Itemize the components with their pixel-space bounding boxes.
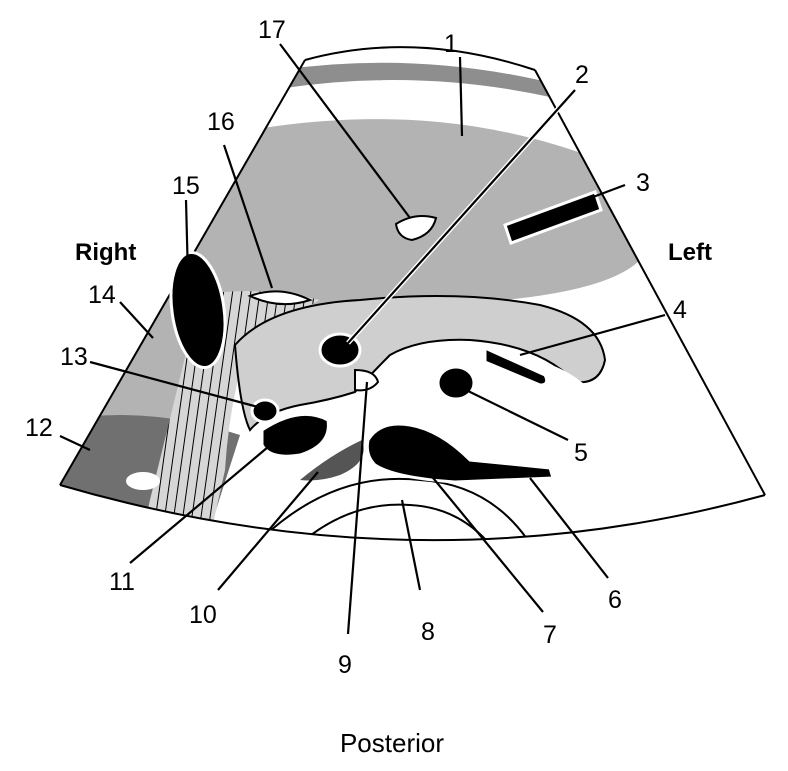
diaphragm-hatched-band <box>140 291 320 541</box>
label-4: 4 <box>673 296 687 324</box>
label-7: 7 <box>543 621 557 649</box>
number-labels: 1 2 3 4 5 6 7 8 9 10 11 12 13 14 15 16 1… <box>25 16 687 679</box>
left-renal-vein <box>365 422 555 484</box>
label-10: 10 <box>189 601 217 629</box>
abdominal-wall-band-2 <box>285 83 555 112</box>
label-5: 5 <box>574 439 588 467</box>
fan-bottom-edge <box>59 484 766 542</box>
splenic-vein <box>483 345 549 387</box>
right-label: Right <box>75 239 136 266</box>
label-3: 3 <box>636 169 650 197</box>
label-17: 17 <box>258 16 286 44</box>
left-hepatic-vein <box>503 190 603 245</box>
label-16: 16 <box>207 108 235 136</box>
label-9: 9 <box>338 651 352 679</box>
right-crus <box>300 440 364 481</box>
inferior-vena-cava <box>260 412 330 458</box>
label-1: 1 <box>444 30 458 58</box>
portal-vein-echo <box>247 290 313 306</box>
fan-top-edge <box>304 46 536 71</box>
uncinate-process <box>354 368 380 392</box>
common-bile-duct <box>250 398 280 424</box>
leader-lines <box>59 43 666 635</box>
label-14: 14 <box>88 281 116 309</box>
posterior-label: Posterior <box>340 728 444 758</box>
gallbladder <box>169 250 227 370</box>
pancreas <box>233 295 607 432</box>
label-11: 11 <box>109 568 135 596</box>
label-2: 2 <box>575 61 589 89</box>
label-13: 13 <box>60 343 88 371</box>
renal-cyst <box>126 472 160 490</box>
superior-mesenteric-artery <box>436 365 476 401</box>
left-label: Left <box>668 239 712 266</box>
vertebra-outer <box>254 477 541 541</box>
label-8: 8 <box>421 618 435 646</box>
label-15: 15 <box>172 172 200 200</box>
label-6: 6 <box>608 586 622 614</box>
ligament-echo <box>394 215 438 242</box>
fan-right-edge <box>534 69 766 496</box>
abdominal-wall-band-1 <box>280 62 560 98</box>
label-12: 12 <box>25 414 53 442</box>
